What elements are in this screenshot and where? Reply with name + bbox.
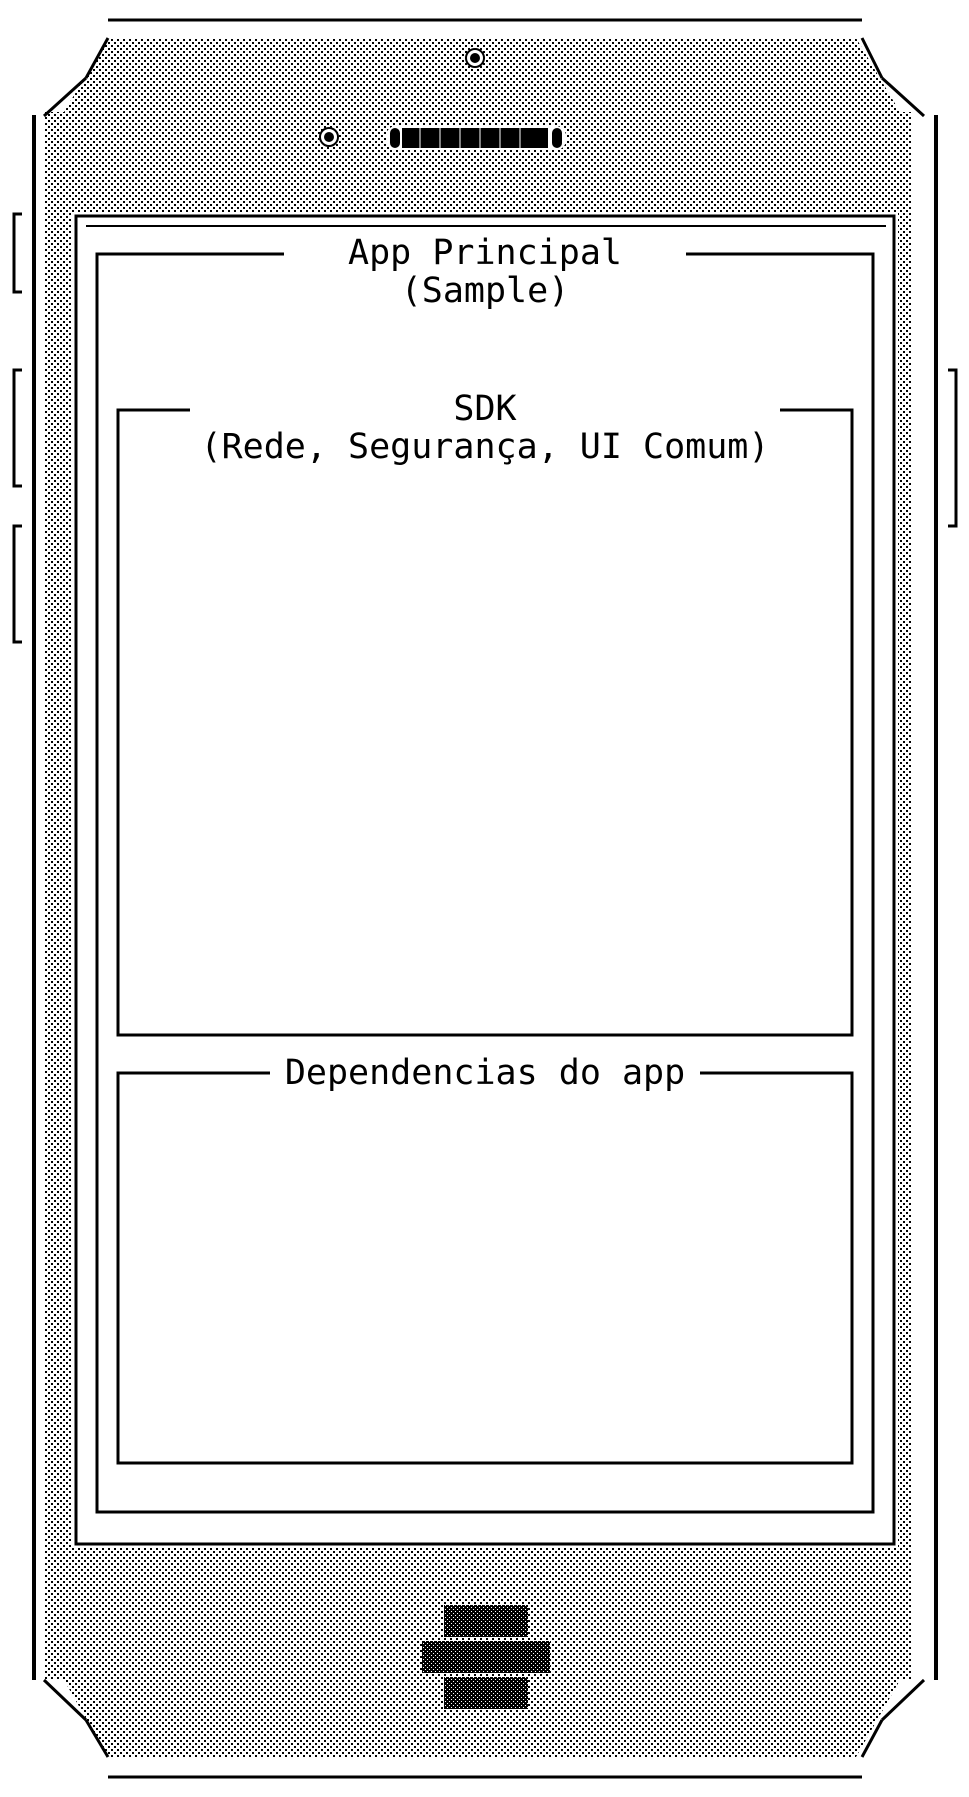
deps-box bbox=[116, 1071, 854, 1465]
side-button-left-2 bbox=[12, 368, 22, 488]
home-button-icon bbox=[422, 1605, 550, 1709]
app-box-title: App Principal bbox=[348, 233, 622, 273]
app-box-subtitle: (Sample) bbox=[400, 271, 570, 311]
camera-dot-icon bbox=[465, 48, 485, 68]
sdk-box-label: SDK (Rede, Segurança, UI Comum) bbox=[190, 390, 780, 466]
deps-box-title: Dependencias do app bbox=[284, 1053, 686, 1093]
deps-box-label: Dependencias do app bbox=[270, 1054, 700, 1092]
sdk-box-title: SDK bbox=[453, 389, 517, 429]
app-box-label: App Principal (Sample) bbox=[284, 234, 686, 310]
side-button-left-3 bbox=[12, 524, 22, 644]
sensor-dot-icon bbox=[319, 127, 339, 147]
speaker-grille-icon bbox=[386, 126, 566, 150]
sdk-box-subtitle: (Rede, Segurança, UI Comum) bbox=[200, 427, 770, 467]
side-button-left-1 bbox=[12, 212, 22, 294]
side-button-right-1 bbox=[948, 368, 958, 528]
sdk-box bbox=[116, 408, 854, 1037]
